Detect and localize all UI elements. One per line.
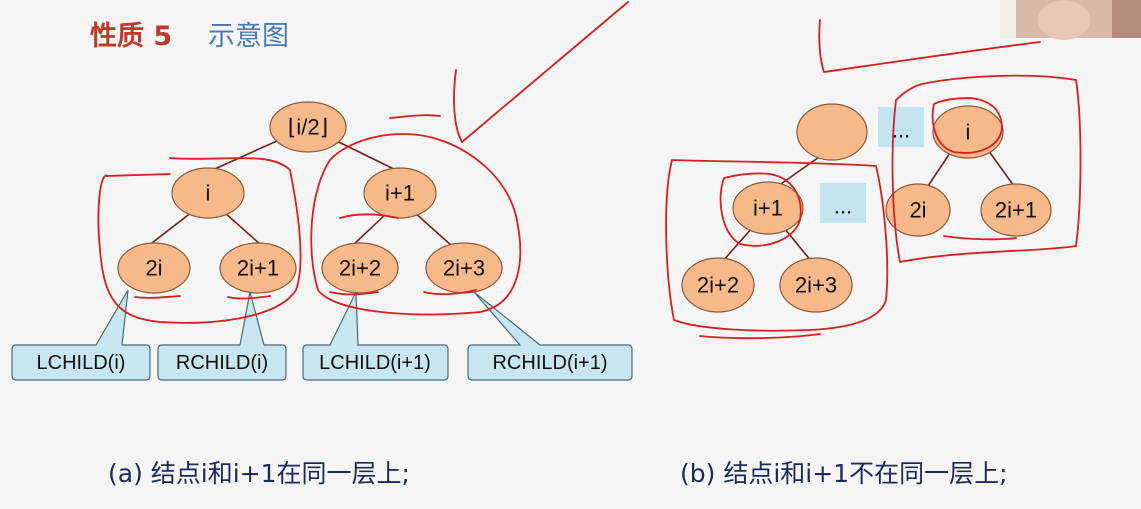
node-2i1: 2i+1 bbox=[219, 242, 297, 294]
callout-rchild-i: RCHILD(i) bbox=[157, 291, 287, 381]
node-i: i bbox=[171, 167, 245, 219]
node-b-i-label: i bbox=[966, 120, 971, 145]
callout-rchild-i1: RCHILD(i+1) bbox=[467, 291, 633, 381]
edge-i-2i bbox=[147, 211, 193, 247]
edge-i1-2i2 bbox=[721, 227, 753, 263]
node-b-i1: i+1 bbox=[732, 181, 804, 235]
dots-mid: ... bbox=[820, 183, 866, 223]
node-2i3-label: 2i+3 bbox=[443, 256, 485, 281]
diagram-b: ... ... i i+1 2i 2i+1 2i+2 bbox=[680, 103, 1052, 488]
node-b-2i3-label: 2i+3 bbox=[795, 273, 837, 298]
node-b-i1-label: i+1 bbox=[753, 196, 783, 221]
caption-b: (b) 结点i和i+1不在同一层上; bbox=[680, 459, 1008, 488]
dots-mid-text: ... bbox=[834, 194, 852, 219]
node-2i: 2i bbox=[117, 242, 191, 294]
node-2i-label: 2i bbox=[145, 256, 162, 281]
node-b-2i-label: 2i bbox=[909, 198, 926, 223]
node-2i2-label: 2i+2 bbox=[339, 256, 381, 281]
diagram-a: ⌊i/2⌋ i i+1 2i 2i+1 2i+2 2i+3 LCH bbox=[11, 101, 633, 488]
node-b-2i3: 2i+3 bbox=[779, 257, 853, 313]
title-main: 性质 5 bbox=[90, 21, 172, 52]
callout-lchild-i: LCHILD(i) bbox=[11, 289, 151, 381]
node-i-label: i bbox=[206, 181, 211, 206]
node-b-2i: 2i bbox=[885, 183, 951, 237]
node-parent-label: ⌊i/2⌋ bbox=[288, 115, 328, 140]
node-2i1-label: 2i+1 bbox=[237, 256, 279, 281]
node-b-2i1-label: 2i+1 bbox=[995, 198, 1037, 223]
webcam-overlay bbox=[1000, 0, 1141, 40]
node-2i3: 2i+3 bbox=[425, 242, 503, 294]
callout-lchild-i-text: LCHILD(i) bbox=[37, 352, 126, 374]
node-b-2i2-label: 2i+2 bbox=[697, 273, 739, 298]
callout-rchild-i1-text: RCHILD(i+1) bbox=[492, 352, 607, 374]
edge-i1-2i3 bbox=[413, 211, 453, 247]
node-i1: i+1 bbox=[363, 167, 437, 219]
node-b-i: i bbox=[932, 105, 1004, 159]
callout-rchild-i-text: RCHILD(i) bbox=[176, 352, 268, 374]
red-annotations bbox=[97, 1, 1082, 340]
title-sub: 示意图 bbox=[208, 21, 289, 52]
node-parent: ⌊i/2⌋ bbox=[269, 101, 347, 153]
dots-top: ... bbox=[878, 107, 924, 147]
callout-lchild-i1: LCHILD(i+1) bbox=[302, 291, 449, 381]
node-2i2: 2i+2 bbox=[321, 242, 399, 294]
caption-a: (a) 结点i和i+1在同一层上; bbox=[108, 459, 410, 488]
node-b-2i1: 2i+1 bbox=[980, 183, 1052, 237]
node-b-root bbox=[796, 103, 868, 161]
edge-i-2i1 bbox=[223, 211, 263, 247]
edge-i-2i1 bbox=[987, 149, 1015, 187]
edge-i1-2i2 bbox=[351, 211, 389, 247]
edge-i-2i bbox=[927, 149, 953, 187]
dots-top-text: ... bbox=[892, 118, 910, 143]
node-b-2i2: 2i+2 bbox=[681, 257, 755, 313]
callout-lchild-i1-text: LCHILD(i+1) bbox=[319, 352, 431, 374]
node-i1-label: i+1 bbox=[385, 181, 415, 206]
edge-i1-2i3 bbox=[783, 227, 813, 263]
